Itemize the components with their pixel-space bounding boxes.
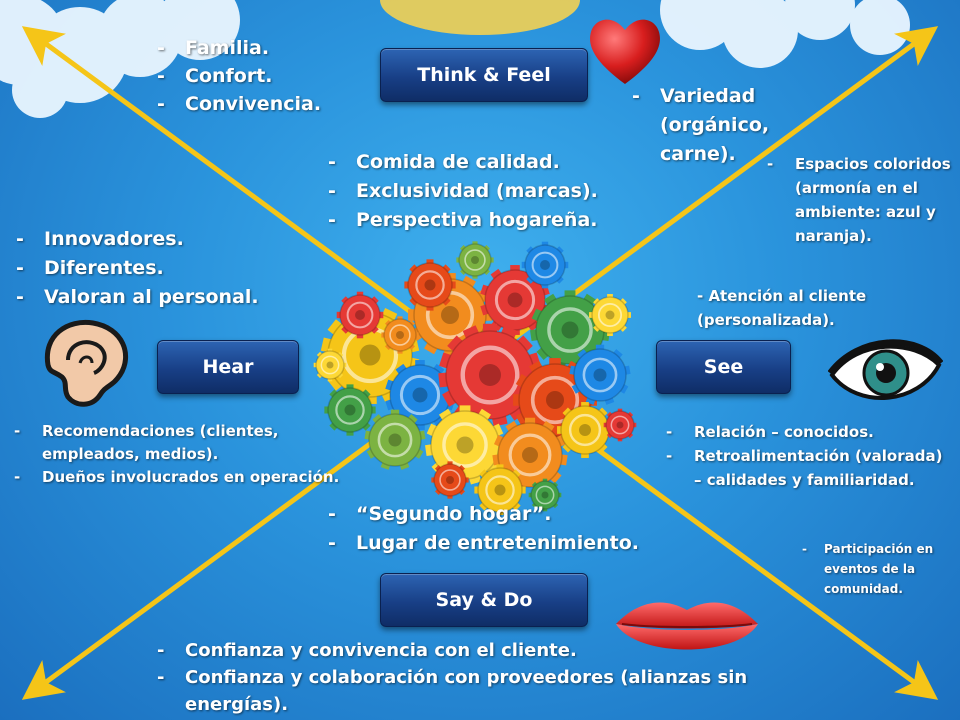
right-community: Participación en eventos de la comunidad… [800, 539, 950, 599]
right-bottom: Relación – conocidos. Retroalimentación … [664, 420, 949, 492]
gear-10 [492, 417, 568, 493]
list-item: Diferentes. [14, 254, 304, 283]
eye-icon [828, 339, 943, 400]
list-item: Exclusividad (marcas). [326, 177, 646, 206]
list-item: Espacios coloridos (armonía en el ambien… [765, 152, 955, 248]
heart-icon [590, 19, 660, 85]
list-item: Recomendaciones (clientes, empleados, me… [12, 420, 342, 466]
left-people: Innovadores. Diferentes. Valoran al pers… [14, 225, 304, 312]
list-item: Lugar de entretenimiento. [326, 529, 666, 558]
list-item: Comida de calidad. [326, 148, 646, 177]
gear-19 [431, 461, 469, 499]
right-spaces: Espacios coloridos (armonía en el ambien… [765, 152, 955, 248]
list-item: Familia. [155, 34, 375, 62]
see-button[interactable]: See [656, 340, 791, 394]
gear-16 [336, 291, 384, 339]
gear-8 [364, 409, 426, 470]
list-item: Perspectiva hogareña. [326, 206, 646, 235]
say-do-button[interactable]: Say & Do [380, 573, 588, 627]
list-item: Retroalimentación (valorada) – calidades… [664, 444, 949, 492]
gear-23 [381, 316, 419, 354]
gear-20 [603, 408, 637, 442]
list-item: Relación – conocidos. [664, 420, 949, 444]
list-item: Confort. [155, 62, 375, 90]
list-item: Convivencia. [155, 90, 375, 118]
list-item: Dueños involucrados en operación. [12, 466, 342, 489]
list-item: Participación en eventos de la comunidad… [800, 539, 950, 599]
left-bottom: Recomendaciones (clientes, empleados, me… [12, 420, 342, 489]
gear-13 [404, 259, 456, 311]
list-item: Confianza y colaboración con proveedores… [155, 664, 815, 718]
list-item: “Segundo hogar”. [326, 500, 666, 529]
ear-icon [44, 319, 129, 407]
gear-7 [569, 344, 631, 405]
center-bottom: “Segundo hogar”. Lugar de entretenimient… [326, 500, 666, 558]
top-center-list: Comida de calidad. Exclusividad (marcas)… [326, 148, 646, 235]
list-item: Confianza y convivencia con el cliente. [155, 637, 815, 664]
list-item: Valoran al personal. [14, 283, 304, 312]
gear-brain-icon [313, 241, 637, 515]
top-right-variety: Variedad (orgánico, carne). [630, 82, 800, 169]
list-item: Variedad (orgánico, carne). [630, 82, 800, 169]
gear-15 [589, 294, 631, 336]
top-left-values: Familia. Confort. Convivencia. [155, 34, 375, 118]
bottom-list: Confianza y convivencia con el cliente. … [155, 637, 815, 718]
gear-21 [313, 348, 347, 382]
think-feel-button[interactable]: Think & Feel [380, 48, 588, 102]
hear-button[interactable]: Hear [157, 340, 299, 394]
gear-11 [557, 402, 613, 458]
gear-14 [521, 241, 569, 289]
list-item: Innovadores. [14, 225, 304, 254]
right-attention: - Atención al cliente (personalizada). [697, 287, 867, 329]
gear-22 [456, 241, 494, 279]
